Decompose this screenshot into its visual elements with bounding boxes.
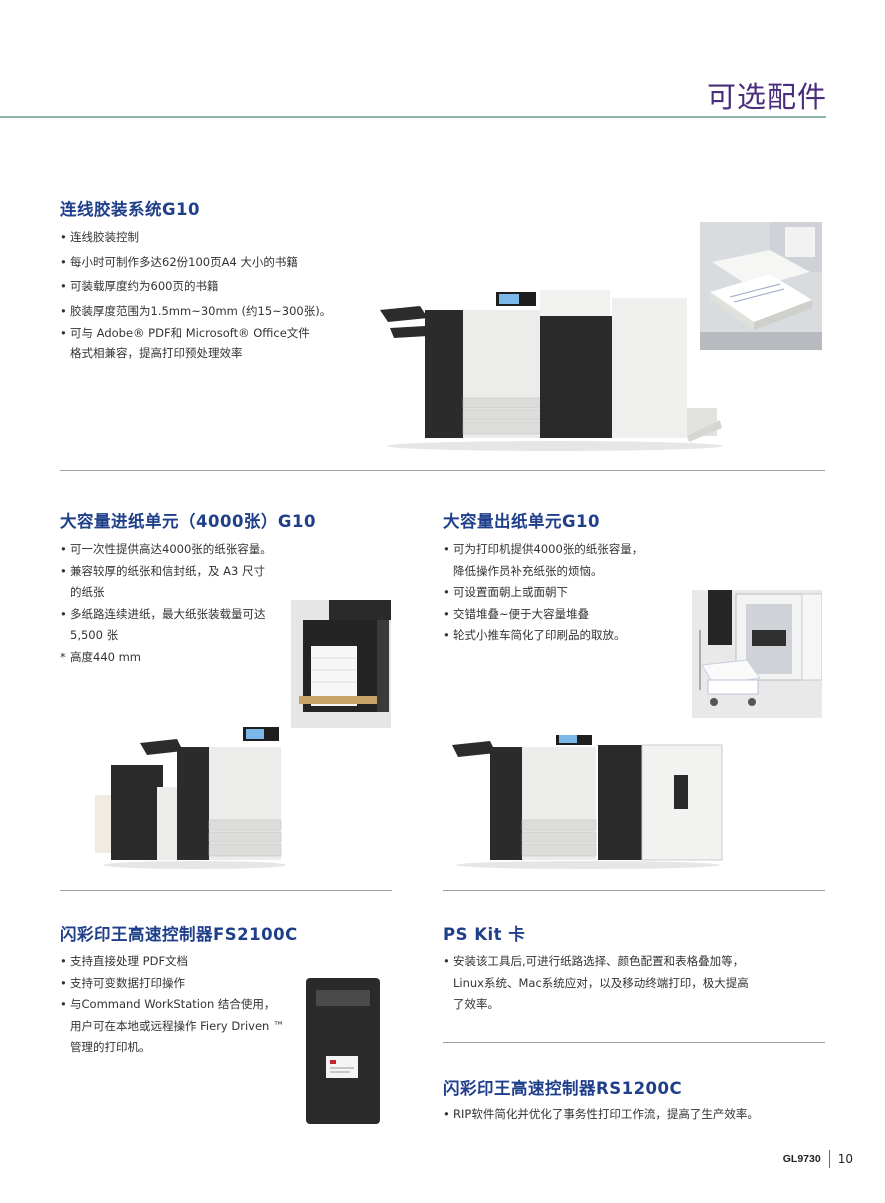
bullet-item: 连线胶装控制 <box>60 225 331 250</box>
page-footer: GL9730 10 <box>783 1150 853 1168</box>
section-divider <box>60 470 825 471</box>
title-divider <box>0 116 826 118</box>
fs2100c-controller-illustration <box>306 978 380 1124</box>
bullet-item: 轮式小推车简化了印刷品的取放。 <box>443 625 643 647</box>
bullet-item: 可装载厚度约为600页的书籍 <box>60 274 331 299</box>
bullet-item: 可设置面朝上或面朝下 <box>443 582 643 604</box>
bullet-item: 可与 Adobe® PDF和 Microsoft® Office文件 <box>60 323 331 343</box>
page-number: 10 <box>837 1152 853 1166</box>
bullet-list-g10: 连线胶装控制 每小时可制作多达62份100页A4 大小的书籍 可装载厚度约为60… <box>60 225 331 363</box>
bullet-item: 支持直接处理 PDF文档 <box>60 951 285 973</box>
section-title-stacker: 大容量出纸单元G10 <box>443 512 601 531</box>
section-title-rs1200c: 闪彩印王高速控制器RS1200C <box>443 1079 683 1098</box>
bullet-item-continuation: 管理的打印机。 <box>70 1040 151 1054</box>
section-title-feeder: 大容量进纸单元（4000张）G10 <box>60 512 316 531</box>
bullet-item-continuation: 5,500 张 <box>70 628 119 642</box>
page-title: 可选配件 <box>706 80 827 114</box>
section-title-pskit: PS Kit 卡 <box>443 925 526 944</box>
bullet-list-fs2100c: 支持直接处理 PDF文档 支持可变数据打印操作 与Command WorkSta… <box>60 951 285 1059</box>
bullet-item-continuation: Linux系统、Mac系统应对，以及移动终端打印，极大提高 <box>453 975 749 990</box>
bullet-item: 可一次性提供高达4000张的纸张容量。 <box>60 539 272 561</box>
bullet-item: 交错堆叠~便于大容量堆叠 <box>443 604 643 626</box>
section-divider <box>60 890 392 891</box>
bullet-item-continuation: 的纸张 <box>70 585 105 599</box>
bullet-list-rs1200c: RIP软件简化并优化了事务性打印工作流，提高了生产效率。 <box>443 1104 759 1126</box>
bullet-item: 兼容较厚的纸张和信封纸，及 A3 尺寸 <box>60 561 272 583</box>
bullet-item-continuation: 用户可在本地或远程操作 Fiery Driven ™ <box>70 1018 285 1033</box>
bullet-item: 安装该工具后,可进行纸路选择、颜色配置和表格叠加等， <box>443 951 749 973</box>
bullet-item-continuation: 降低操作员补充纸张的烦恼。 <box>453 563 603 578</box>
section-divider <box>443 890 825 891</box>
bullet-item: 可为打印机提供4000张的纸张容量， <box>443 539 643 561</box>
bullet-item: 多纸路连续进纸，最大纸张装载量可达 <box>60 604 272 626</box>
section-divider <box>443 1042 825 1043</box>
footer-model: GL9730 <box>782 1153 821 1165</box>
binder-closeup-photo <box>700 222 822 350</box>
bullet-list-feeder: 可一次性提供高达4000张的纸张容量。 兼容较厚的纸张和信封纸，及 A3 尺寸 … <box>60 539 272 668</box>
printer-with-stacker-illustration <box>452 735 723 869</box>
section-title-fs2100c: 闪彩印王高速控制器FS2100C <box>60 925 298 944</box>
stacker-closeup-photo <box>692 590 822 718</box>
bullet-item: 支持可变数据打印操作 <box>60 973 285 995</box>
bullet-list-pskit: 安装该工具后,可进行纸路选择、颜色配置和表格叠加等， Linux系统、Mac系统… <box>443 951 749 1016</box>
footer-separator <box>828 1150 830 1168</box>
feeder-closeup-photo <box>291 600 391 728</box>
bullet-item-continuation: 了效率。 <box>453 997 499 1011</box>
section-title-g10: 连线胶装系统G10 <box>60 200 201 219</box>
bullet-item: 与Command WorkStation 结合使用， <box>60 994 285 1016</box>
bullet-item: 胶装厚度范围为1.5mm~30mm (约15~300张)。 <box>60 299 331 324</box>
note-item: 高度440 mm <box>60 647 272 669</box>
bullet-item: 每小时可制作多达62份100页A4 大小的书籍 <box>60 250 331 275</box>
printer-with-feeder-illustration <box>95 727 285 869</box>
printer-with-binder-illustration <box>380 290 723 451</box>
bullet-list-stacker: 可为打印机提供4000张的纸张容量， 降低操作员补充纸张的烦恼。 可设置面朝上或… <box>443 539 643 647</box>
bullet-item-continuation: 格式相兼容，提高打印预处理效率 <box>70 346 243 360</box>
bullet-item: RIP软件简化并优化了事务性打印工作流，提高了生产效率。 <box>443 1104 759 1126</box>
